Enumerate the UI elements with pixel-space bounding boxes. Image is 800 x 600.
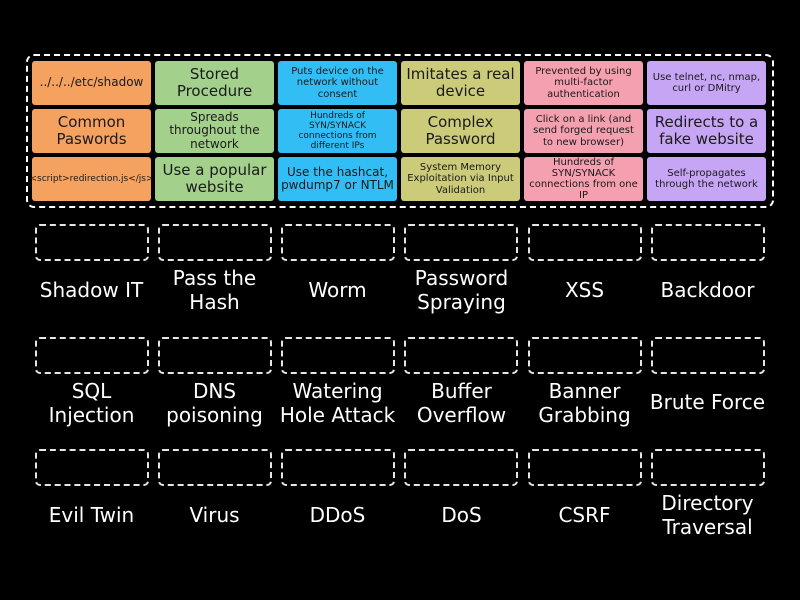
target-label: Virus bbox=[189, 503, 240, 527]
answer-tile[interactable]: Stored Procedure bbox=[155, 61, 274, 105]
drop-slot[interactable] bbox=[404, 224, 518, 261]
target-label: XSS bbox=[564, 278, 605, 302]
target-label: Backdoor bbox=[660, 278, 755, 302]
drop-slot[interactable] bbox=[158, 449, 272, 486]
target-label: Pass the Hash bbox=[172, 266, 257, 314]
answer-tile[interactable]: Hundreds of SYN/SYNACK connections from … bbox=[278, 109, 397, 153]
drop-slot[interactable] bbox=[281, 224, 395, 261]
target-label: Worm bbox=[308, 278, 367, 302]
answer-tile[interactable]: Complex Password bbox=[401, 109, 520, 153]
target-label: Brute Force bbox=[649, 390, 766, 414]
answer-tile[interactable]: Prevented by using multi-factor authenti… bbox=[524, 61, 643, 105]
target-label: Banner Grabbing bbox=[538, 379, 631, 427]
answer-bank bbox=[26, 54, 774, 208]
target-label: Password Spraying bbox=[414, 266, 509, 314]
target-label: DDoS bbox=[309, 503, 366, 527]
answer-tile[interactable]: Self-propagates through the network bbox=[647, 157, 766, 201]
answer-tile[interactable]: Redirects to a fake website bbox=[647, 109, 766, 153]
drop-slot[interactable] bbox=[35, 224, 149, 261]
answer-tile[interactable]: Use the hashcat, pwdump7 or NTLM bbox=[278, 157, 397, 201]
drop-slot[interactable] bbox=[404, 449, 518, 486]
target-label: DNS poisoning bbox=[166, 379, 263, 427]
target-label: Buffer Overflow bbox=[416, 379, 507, 427]
drop-slot[interactable] bbox=[281, 337, 395, 374]
drop-slot[interactable] bbox=[35, 449, 149, 486]
drop-slot[interactable] bbox=[528, 224, 642, 261]
drop-slot[interactable] bbox=[158, 337, 272, 374]
target-label: Shadow IT bbox=[39, 278, 144, 302]
answer-tile[interactable]: Use telnet, nc, nmap, curl or DMitry bbox=[647, 61, 766, 105]
drop-slot[interactable] bbox=[404, 337, 518, 374]
answer-tile[interactable]: System Memory Exploitation via Input Val… bbox=[401, 157, 520, 201]
drop-slot[interactable] bbox=[35, 337, 149, 374]
target-label: Directory Traversal bbox=[661, 491, 754, 539]
target-label: Evil Twin bbox=[48, 503, 135, 527]
answer-tile[interactable]: Click on a link (and send forged request… bbox=[524, 109, 643, 153]
drop-slot[interactable] bbox=[651, 449, 765, 486]
answer-tile[interactable]: Common Paswords bbox=[32, 109, 151, 153]
drop-slot[interactable] bbox=[651, 224, 765, 261]
answer-tile[interactable]: Spreads throughout the network bbox=[155, 109, 274, 153]
target-label: CSRF bbox=[558, 503, 611, 527]
drop-slot[interactable] bbox=[158, 224, 272, 261]
drop-slot[interactable] bbox=[528, 449, 642, 486]
drop-slot[interactable] bbox=[651, 337, 765, 374]
answer-tile[interactable]: Puts device on the network without conse… bbox=[278, 61, 397, 105]
target-label: DoS bbox=[441, 503, 482, 527]
answer-tile[interactable]: Imitates a real device bbox=[401, 61, 520, 105]
target-label: SQL Injection bbox=[48, 379, 135, 427]
target-label: Watering Hole Attack bbox=[279, 379, 396, 427]
answer-tile[interactable]: <script>redirection.js</js> bbox=[30, 157, 154, 201]
answer-tile[interactable]: ../../../etc/shadow bbox=[32, 61, 151, 105]
answer-tile[interactable]: Use a popular website bbox=[155, 157, 274, 201]
answer-tile[interactable]: Hundreds of SYN/SYNACK connections from … bbox=[524, 157, 643, 201]
drop-slot[interactable] bbox=[281, 449, 395, 486]
drop-slot[interactable] bbox=[528, 337, 642, 374]
